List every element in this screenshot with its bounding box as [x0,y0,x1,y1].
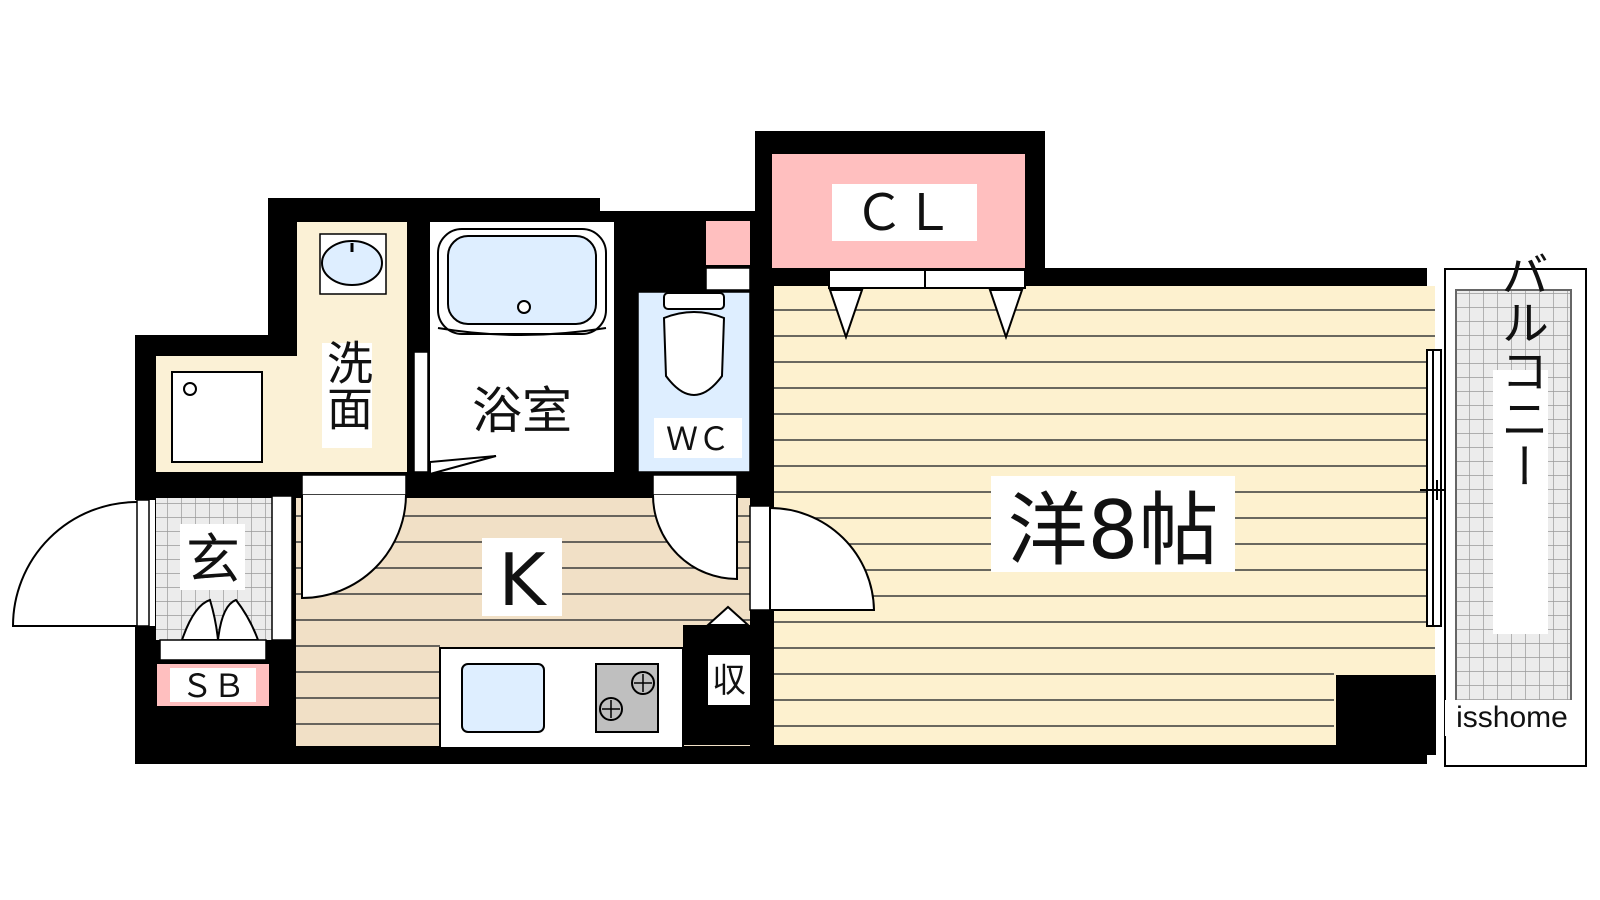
bathroom-door [429,455,497,476]
entrance-label: 玄 [186,528,240,591]
closet-label: ＣＬ [854,184,954,242]
watermark-text: isshome [1456,701,1568,734]
toilet-door [652,494,738,581]
kitchen-label: K [498,538,547,622]
storage-label: 収 [712,661,746,701]
washroom-door [301,494,407,600]
closet-doors [828,269,1026,341]
shoe-box-doors [180,598,260,641]
kitchen-sink-icon [461,663,545,733]
western-room-label: 洋8帖 [1008,484,1219,577]
toilet-icon [662,311,726,396]
entrance-door [11,501,138,627]
room-door [769,506,876,611]
bathroom-label: 浴室 [472,382,572,440]
shoe-box-label: ＳＢ [181,667,245,705]
toilet-label: ＷＣ [666,420,730,458]
balcony-label: バルコニー [1492,250,1548,490]
sink-icon [321,240,383,286]
shoe-box [159,639,267,661]
washroom-label: 洗面 [320,339,374,431]
storage-door [705,605,751,626]
